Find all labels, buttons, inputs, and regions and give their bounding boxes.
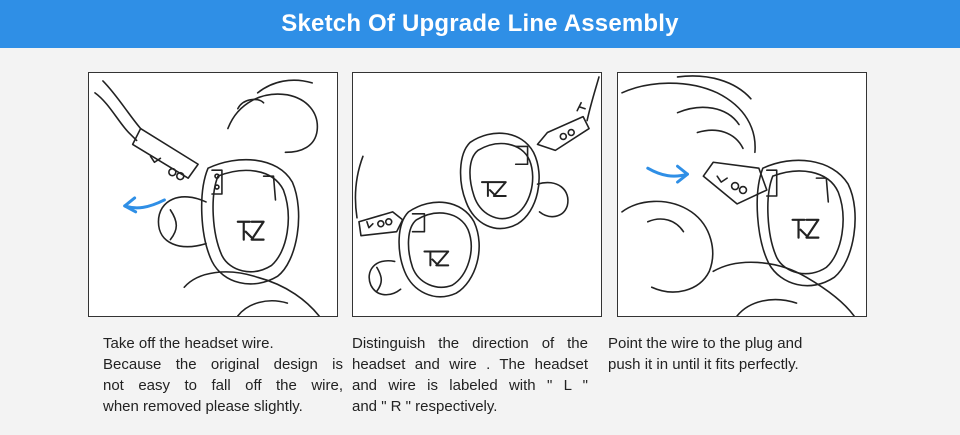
caption-line: not easy to fall off the wire, xyxy=(103,377,343,394)
step-3-illustration xyxy=(617,72,867,317)
step-2-caption: Distinguish the direction of the headset… xyxy=(352,333,588,417)
caption-line: Because the original design is xyxy=(103,356,343,373)
caption-line: Take off the headset wire. xyxy=(103,335,274,352)
step-1-caption: Take off the headset wire. Because the o… xyxy=(103,333,343,417)
caption-line: when removed please slightly. xyxy=(103,398,303,415)
caption-line: and " R " respectively. xyxy=(352,398,498,415)
caption-line: headset and wire . The headset xyxy=(352,356,588,373)
earphones-left-right-drawing xyxy=(354,76,600,298)
caption-line: Distinguish the direction of the xyxy=(352,335,588,352)
step-2-illustration xyxy=(352,72,602,317)
earphone-insert-wire-drawing xyxy=(621,75,856,316)
page-title: Sketch Of Upgrade Line Assembly xyxy=(281,10,679,37)
caption-line: and wire is labeled with " L " xyxy=(352,377,588,394)
title-banner: Sketch Of Upgrade Line Assembly xyxy=(0,0,960,48)
caption-line: Point the wire to the plug and xyxy=(608,335,803,352)
caption-line: push it in until it fits perfectly. xyxy=(608,356,799,373)
step-1-illustration xyxy=(88,72,338,317)
earphone-remove-wire-drawing xyxy=(94,79,320,316)
step-3-caption: Point the wire to the plug and push it i… xyxy=(608,333,840,375)
